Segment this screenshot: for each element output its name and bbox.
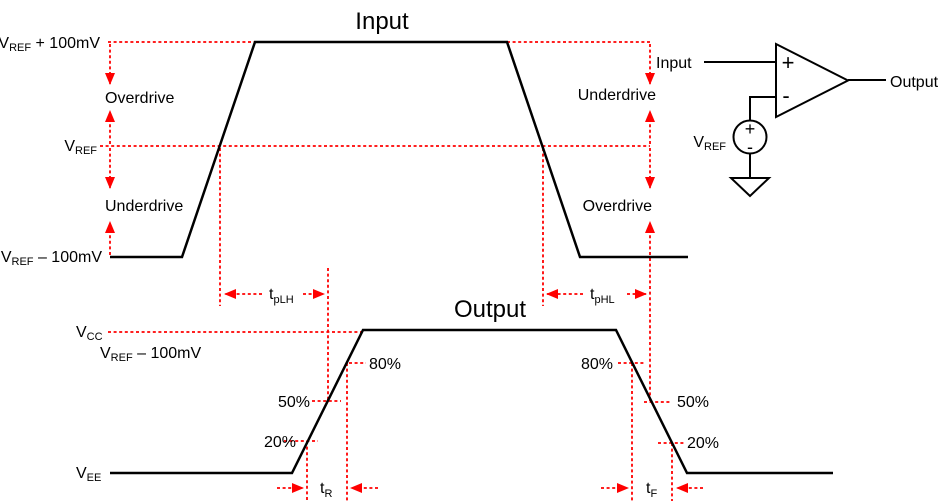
vee-label: VEE — [76, 465, 101, 484]
base: V — [100, 345, 111, 362]
right-underdrive-label: Underdrive — [578, 87, 656, 104]
base: V — [1, 249, 12, 266]
ground-symbol — [728, 177, 772, 198]
tphl-label: tpHL — [590, 286, 615, 306]
base: V — [76, 465, 87, 482]
sub: R — [324, 488, 332, 500]
base: V — [0, 35, 9, 52]
fall-50pct-label: 50% — [677, 394, 709, 411]
schematic-vref-label: VREF — [693, 134, 726, 153]
vref-base: V — [693, 134, 704, 151]
base: V — [76, 324, 87, 341]
rest: + 100mV — [31, 35, 100, 52]
left-underdrive-label: Underdrive — [105, 198, 183, 215]
inverting-input-wire — [749, 96, 776, 120]
input-waveform — [110, 40, 688, 259]
sub: EE — [87, 472, 102, 484]
noninverting-plus-sign: + — [782, 50, 795, 75]
comparator-schematic: + - + - Input Output VREF — [656, 42, 939, 198]
source-minus-sign: - — [747, 137, 753, 157]
fall-20pct-label: 20% — [687, 435, 719, 452]
base: t — [590, 286, 595, 303]
rest: – 100mV — [34, 249, 103, 266]
input-title: Input — [355, 8, 409, 35]
base: t — [646, 480, 651, 497]
tr-label: tR — [320, 480, 332, 500]
sub: pLH — [273, 294, 293, 306]
schematic-output-label: Output — [890, 74, 939, 91]
output-waveform — [110, 328, 833, 475]
sub: CC — [87, 331, 103, 343]
rise-80pct-label: 80% — [369, 356, 401, 373]
output-title: Output — [454, 296, 526, 323]
base: t — [320, 480, 325, 497]
base: V — [64, 138, 75, 155]
sub: REF — [111, 352, 133, 364]
tplh-label: tpLH — [269, 286, 294, 306]
rest: – 100mV — [133, 345, 202, 362]
base: t — [269, 286, 274, 303]
sub: F — [650, 488, 657, 500]
output-vref-minus-100mv-label: VREF – 100mV — [100, 345, 201, 364]
sub: REF — [9, 42, 31, 54]
right-overdrive-label: Overdrive — [583, 198, 652, 215]
vcc-label: VCC — [76, 324, 103, 343]
vref-label: VREF — [64, 138, 97, 157]
annotations — [100, 41, 703, 501]
sub: pHL — [594, 294, 614, 306]
opamp-triangle — [775, 42, 851, 119]
inverting-minus-sign: - — [782, 83, 789, 108]
rise-20pct-label: 20% — [264, 434, 296, 451]
rise-50pct-label: 50% — [278, 394, 310, 411]
vref-minus-100mv-label: VREF – 100mV — [1, 249, 102, 268]
sub: REF — [75, 145, 97, 157]
vref-sub: REF — [704, 141, 726, 153]
sub: REF — [12, 256, 34, 268]
tf-label: tF — [646, 480, 657, 500]
schematic-input-label: Input — [656, 55, 692, 72]
source-plus-sign: + — [745, 119, 756, 139]
vref-plus-100mv-label: VREF + 100mV — [0, 35, 100, 54]
left-overdrive-label: Overdrive — [105, 90, 174, 107]
fall-80pct-label: 80% — [581, 356, 613, 373]
